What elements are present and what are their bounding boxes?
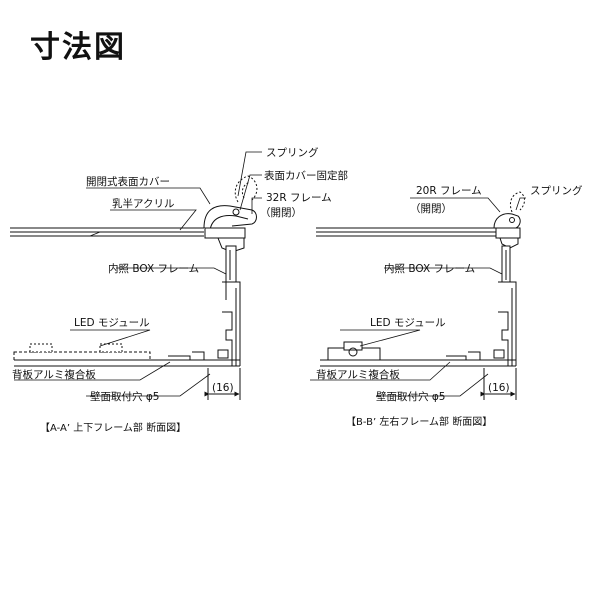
label-mount-hole-right: 壁面取付穴 φ5 <box>376 390 445 403</box>
inner-box-frame <box>222 245 241 366</box>
label-spring-left: スプリング <box>266 146 319 159</box>
label-dimension-right: (16) <box>488 382 510 394</box>
label-back-aluminum-left: 背板アルミ複合板 <box>12 368 96 381</box>
section-a-a <box>10 151 262 400</box>
page-title: 寸法図 <box>30 30 126 65</box>
dimension-16-right <box>480 368 517 400</box>
led-module-right <box>327 341 381 361</box>
dimension-16-left <box>204 368 241 400</box>
spring-dashed <box>234 175 258 203</box>
label-dimension-left: (16) <box>212 382 234 394</box>
led-module <box>13 343 151 361</box>
leaders-right <box>310 197 526 397</box>
label-cover-fixing: 表面カバー固定部 <box>264 169 348 182</box>
label-frame-32r: 32R フレーム <box>266 192 332 204</box>
label-back-aluminum-right: 背板アルミ複合板 <box>316 368 400 381</box>
label-inner-box-frame-left: 内照 BOX フレーム <box>108 262 199 275</box>
leaders-left <box>14 151 262 397</box>
caption-a-a: 【A-A’ 上下フレーム部 断面図】 <box>40 421 186 434</box>
label-open-close-right: （開閉） <box>410 203 452 215</box>
section-b-b <box>310 191 526 400</box>
label-led-module-right: LED モジュール <box>370 317 446 329</box>
frame-32r <box>203 205 257 253</box>
label-mount-hole-left: 壁面取付穴 φ5 <box>90 390 159 403</box>
label-inner-box-frame-right: 内照 BOX フレーム <box>384 262 475 275</box>
label-milky-acrylic: 乳半アクリル <box>112 197 174 210</box>
frame-20r <box>493 213 521 249</box>
label-open-close-left: （開閉） <box>260 207 302 219</box>
label-frame-20r: 20R フレーム <box>416 185 482 197</box>
spring-dashed-right <box>509 191 525 213</box>
acrylic-panel <box>10 227 204 237</box>
caption-b-b: 【B-B’ 左右フレーム部 断面図】 <box>346 415 492 428</box>
acrylic-panel-right <box>316 227 496 237</box>
label-led-module-left: LED モジュール <box>74 317 150 329</box>
inner-box-frame-right <box>498 245 517 366</box>
label-spring-right: スプリング <box>530 184 583 197</box>
label-opening-cover: 開閉式表面カバー <box>86 175 170 188</box>
